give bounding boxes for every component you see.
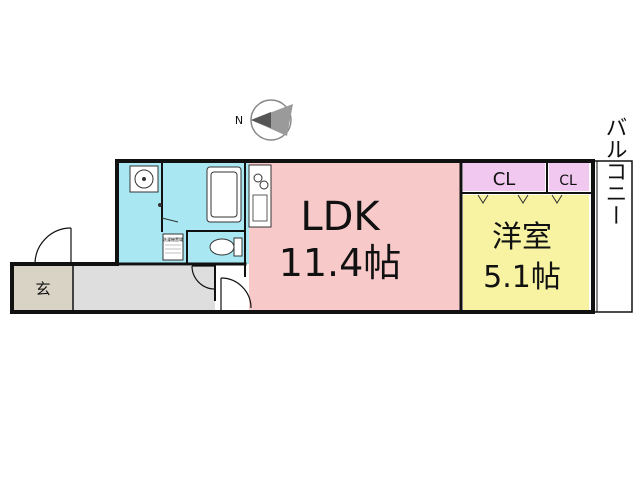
balcony-label: バルコニー [602,116,627,226]
toilet [209,237,243,257]
washer-space: 洗濯機置場 [162,233,184,261]
bathtub [206,166,242,223]
closet-2-fill [549,163,589,191]
entrance-label: 玄 [35,280,50,298]
kitchen [248,164,272,228]
ldk-door [220,277,252,310]
ldk-size: 11.4帖 [279,241,402,285]
western-room-fill [463,195,589,310]
balcony-fill [593,163,630,310]
entrance-fill [13,266,73,310]
entrance-door [34,227,72,265]
hallway-fill [73,266,215,310]
western-room-name: 洋室 [492,220,552,255]
compass-needle-icon [251,104,293,136]
closet-1-label: CL [493,169,516,190]
hallway-door [191,265,216,290]
closet-2-label: CL [559,173,577,189]
closet-hanger-marks [477,194,563,204]
closet-1-fill [463,163,545,191]
compass: N [235,99,293,141]
shower-partition [161,217,179,223]
compass-north-label: N [235,114,243,127]
walls [10,159,633,314]
washer-label: 洗濯機置場 [163,236,183,242]
washbasin [129,165,162,207]
ldk-fill [249,163,461,310]
compass-needle-shade [251,112,271,128]
western-room-size: 5.1帖 [483,260,561,295]
ldk-name: LDK [300,194,381,240]
sliding-door [338,310,368,314]
